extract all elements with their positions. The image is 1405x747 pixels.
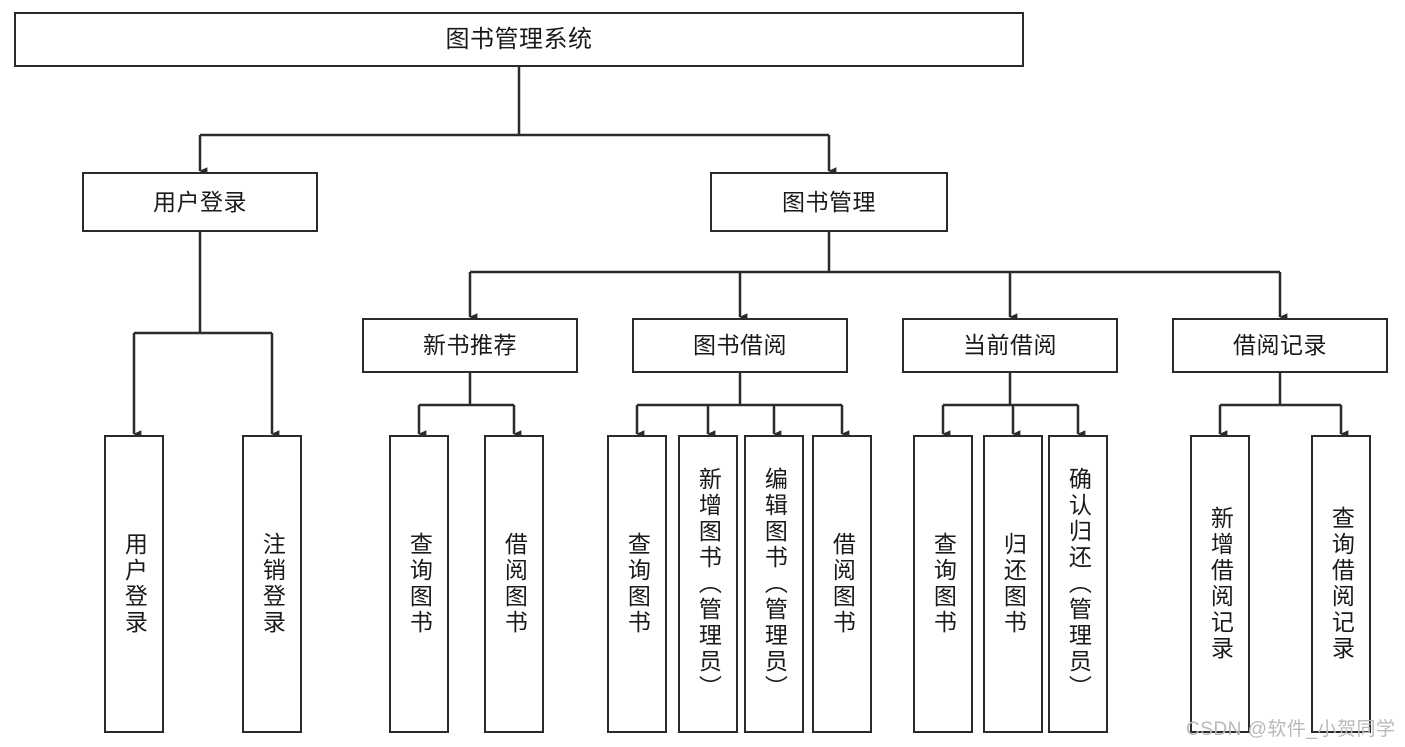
csdn-watermark: CSDN @软件_小贺同学 [1186, 719, 1396, 740]
node-label: 借阅图书 [501, 532, 528, 636]
node-user-login[interactable]: 用户登录 [82, 172, 318, 232]
node-label: 查询借阅记录 [1328, 506, 1355, 662]
node-label: 图书管理 [782, 188, 876, 215]
node-book-management[interactable]: 图书管理 [710, 172, 948, 232]
node-leaf-record-query[interactable]: 查询借阅记录 [1311, 435, 1371, 733]
node-leaf-borrow-query-book[interactable]: 查询图书 [607, 435, 667, 733]
node-label: 借阅图书 [829, 532, 856, 636]
node-leaf-user-logout[interactable]: 注销登录 [242, 435, 302, 733]
node-label: 当前借阅 [963, 332, 1057, 359]
node-borrow-record[interactable]: 借阅记录 [1172, 318, 1388, 373]
node-label: 归还图书 [1000, 532, 1027, 636]
node-label: 图书管理系统 [445, 25, 593, 53]
node-leaf-newbook-query-book[interactable]: 查询图书 [389, 435, 449, 733]
node-new-book-recommend[interactable]: 新书推荐 [362, 318, 578, 373]
node-label: 确认归还（管理员） [1065, 467, 1092, 701]
node-label: 用户登录 [121, 532, 148, 636]
node-label: 借阅记录 [1233, 332, 1327, 359]
node-label: 编辑图书（管理员） [761, 467, 788, 701]
node-leaf-user-login[interactable]: 用户登录 [104, 435, 164, 733]
node-leaf-current-confirm-return[interactable]: 确认归还（管理员） [1048, 435, 1108, 733]
node-leaf-borrow-borrow-book[interactable]: 借阅图书 [812, 435, 872, 733]
node-label: 图书借阅 [693, 332, 787, 359]
node-current-borrow[interactable]: 当前借阅 [902, 318, 1118, 373]
node-leaf-borrow-edit-book[interactable]: 编辑图书（管理员） [744, 435, 804, 733]
node-book-borrow[interactable]: 图书借阅 [632, 318, 848, 373]
node-label: 查询图书 [930, 532, 957, 636]
node-label: 新书推荐 [423, 332, 517, 359]
node-label: 查询图书 [406, 532, 433, 636]
node-label: 用户登录 [153, 188, 247, 215]
node-leaf-borrow-add-book[interactable]: 新增图书（管理员） [678, 435, 738, 733]
node-leaf-newbook-borrow-book[interactable]: 借阅图书 [484, 435, 544, 733]
node-label: 新增借阅记录 [1207, 506, 1234, 662]
node-label: 新增图书（管理员） [695, 467, 722, 701]
node-leaf-record-add[interactable]: 新增借阅记录 [1190, 435, 1250, 733]
node-leaf-current-query-book[interactable]: 查询图书 [913, 435, 973, 733]
node-label: 注销登录 [259, 532, 286, 636]
node-root-system[interactable]: 图书管理系统 [14, 12, 1024, 67]
node-label: 查询图书 [624, 532, 651, 636]
node-leaf-current-return-book[interactable]: 归还图书 [983, 435, 1043, 733]
